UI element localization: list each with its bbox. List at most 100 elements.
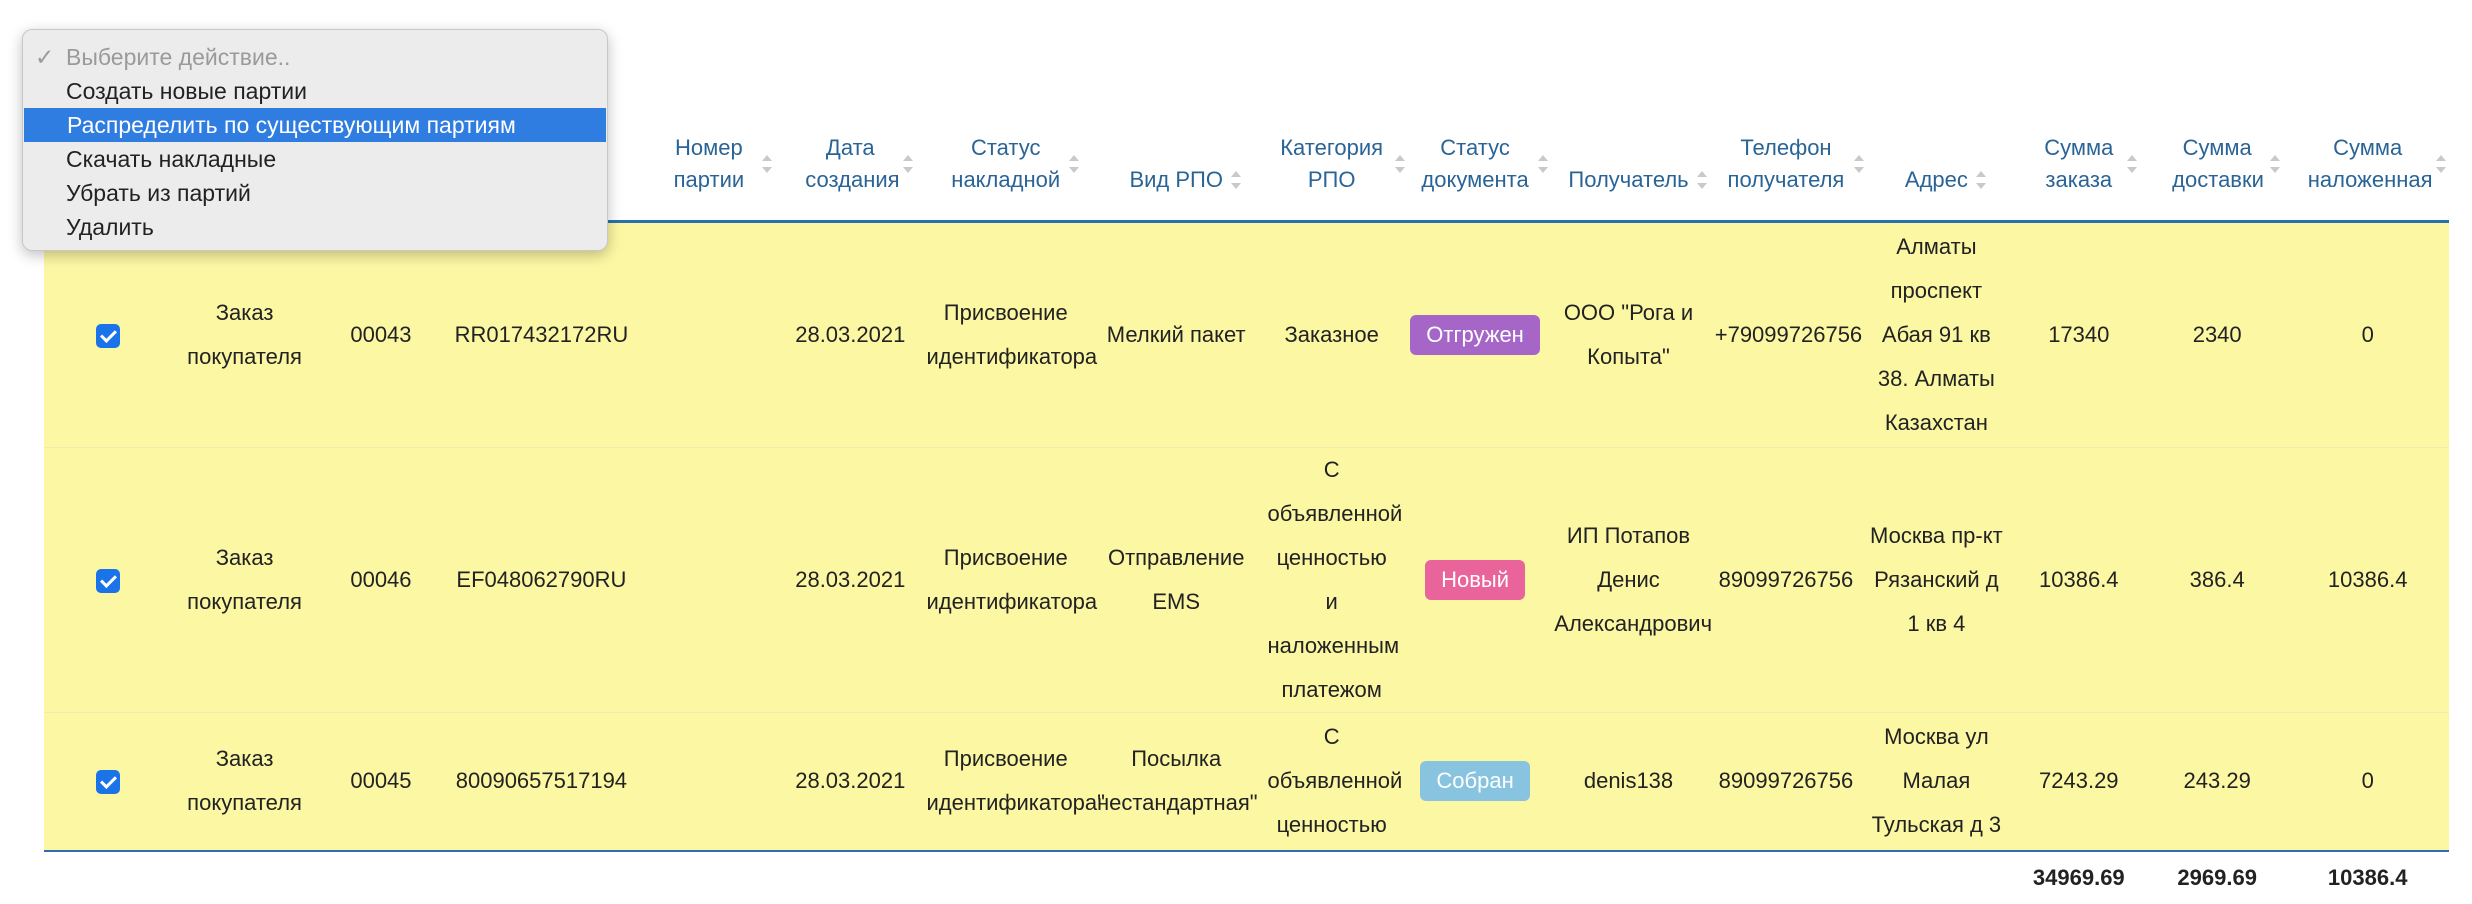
date-cell: 28.03.2021	[780, 221, 921, 448]
menu-item-distribute-batches[interactable]: Распределить по существующим партиям	[24, 108, 606, 142]
row-checkbox[interactable]	[96, 770, 121, 795]
row-select-cell[interactable]	[44, 221, 173, 448]
col-cod-sum[interactable]: Сумма наложенная	[2286, 0, 2449, 223]
total-order-sum: 34969.69	[2032, 864, 2125, 890]
address-cell: Алматы проспект Абая 91 кв 38. Алматы Ка…	[1863, 221, 2010, 448]
order-sum-cell: 7243.29	[2009, 712, 2148, 852]
col-delivery-sum[interactable]: Сумма доставки	[2147, 0, 2287, 223]
doc-status-header: Статус документа	[1421, 135, 1529, 192]
doc-status-cell: Новый	[1401, 447, 1549, 713]
delivery-sum-cell: 2340	[2147, 221, 2287, 448]
invoice-status-header: Статус накладной	[951, 135, 1061, 192]
total-cod-sum: 10386.4	[2327, 864, 2408, 890]
menu-item-remove-from-batches[interactable]: Убрать из партий	[66, 180, 251, 206]
rpo-category-cell: С объявленной ценностью и наложенным пла…	[1261, 447, 1402, 713]
tracking-cell: 80090657517194	[445, 712, 638, 852]
doc-type-cell: Заказ покупателя	[172, 221, 317, 448]
recipient-cell: ИП Потапов Денис Александрович	[1548, 447, 1712, 713]
table-row[interactable]: Заказ покупателя 00046 EF048062790RU 28.…	[44, 447, 2449, 713]
col-recipient-phone[interactable]: Телефон получателя	[1708, 0, 1864, 223]
sort-icon[interactable]	[1394, 155, 1405, 173]
rpo-type-header: Вид РПО	[1129, 167, 1223, 192]
checkmark-icon: ✓	[35, 44, 55, 70]
sort-icon[interactable]	[1975, 171, 1986, 189]
doc-type-cell: Заказ покупателя	[172, 712, 317, 852]
cod-sum-header: Сумма наложенная	[2307, 135, 2433, 192]
totals-row: 34969.69 2969.69 10386.4	[44, 851, 2449, 904]
rpo-category-cell: Заказное	[1261, 221, 1402, 448]
address-cell: Москва пр-кт Рязанский д 1 кв 4	[1863, 447, 2010, 713]
rpo-type-cell: Отправление EMS	[1090, 447, 1262, 713]
order-sum-cell: 17340	[2009, 221, 2148, 448]
sort-icon[interactable]	[1230, 171, 1241, 189]
table-row[interactable]: Заказ покупателя 00045 80090657517194 28…	[44, 712, 2449, 852]
col-order-sum[interactable]: Сумма заказа	[2009, 0, 2148, 223]
col-address[interactable]: Адрес	[1863, 0, 2010, 223]
sort-icon[interactable]	[1068, 155, 1079, 173]
recipient-header: Получатель	[1568, 167, 1689, 192]
rpo-category-header: Категория РПО	[1280, 135, 1384, 192]
rpo-category-cell: С объявленной ценностью	[1261, 712, 1402, 852]
doc-type-cell: Заказ покупателя	[172, 447, 317, 713]
phone-cell: 89099726756	[1708, 712, 1864, 852]
col-invoice-status[interactable]: Статус накладной	[920, 0, 1091, 223]
status-badge: Новый	[1425, 560, 1526, 600]
tracking-cell: RR017432172RU	[445, 221, 638, 448]
recipient-phone-header: Телефон получателя	[1727, 135, 1845, 192]
cod-sum-cell: 0	[2286, 221, 2449, 448]
action-select-menu[interactable]: ✓ Выберите действие.. Создать новые парт…	[22, 29, 608, 251]
sort-icon[interactable]	[2270, 155, 2281, 173]
recipient-cell: ООО "Рога и Копыта"	[1548, 221, 1709, 448]
delivery-sum-cell: 386.4	[2147, 447, 2287, 713]
status-badge: Собран	[1420, 761, 1530, 802]
col-batch-number[interactable]: Номер партии	[637, 0, 781, 223]
sort-icon[interactable]	[1853, 155, 1864, 173]
status-badge: Отгружен	[1410, 315, 1540, 355]
created-date-header: Дата создания	[805, 135, 900, 192]
number-cell: 00043	[316, 221, 446, 448]
address-header: Адрес	[1904, 167, 1968, 192]
rpo-type-cell: Посылка нестандартная"	[1090, 712, 1262, 852]
order-sum-header: Сумма заказа	[2044, 135, 2114, 192]
col-doc-status[interactable]: Статус документа	[1401, 0, 1549, 223]
date-cell: 28.03.2021	[780, 712, 921, 852]
batch-cell	[637, 712, 781, 852]
delivery-sum-header: Сумма доставки	[2172, 135, 2264, 192]
invoice-status-cell: Присвоение идентификатора	[920, 221, 1097, 448]
menu-item-download-invoices[interactable]: Скачать накладные	[66, 146, 277, 172]
col-rpo-type[interactable]: Вид РПО	[1090, 0, 1262, 223]
sort-icon[interactable]	[903, 155, 914, 173]
col-recipient[interactable]: Получатель	[1548, 0, 1709, 223]
doc-status-cell: Собран	[1401, 712, 1549, 852]
col-rpo-category[interactable]: Категория РПО	[1261, 0, 1405, 223]
sort-icon[interactable]	[1696, 171, 1707, 189]
row-checkbox[interactable]	[96, 569, 121, 594]
doc-status-cell: Отгружен	[1401, 221, 1549, 448]
cod-sum-cell: 10386.4	[2286, 447, 2449, 713]
action-placeholder[interactable]: ✓ Выберите действие..	[23, 40, 607, 74]
sort-icon[interactable]	[2126, 155, 2137, 173]
date-cell: 28.03.2021	[780, 447, 921, 713]
rpo-type-cell: Мелкий пакет	[1090, 221, 1262, 448]
tracking-cell: EF048062790RU	[445, 447, 638, 713]
invoice-status-cell: Присвоение идентификатора"	[920, 712, 1105, 852]
row-checkbox[interactable]	[96, 324, 121, 349]
order-sum-cell: 10386.4	[2009, 447, 2148, 713]
sort-icon[interactable]	[761, 155, 772, 173]
batch-number-header: Номер партии	[673, 135, 745, 192]
row-select-cell[interactable]	[44, 712, 173, 852]
menu-item-delete[interactable]: Удалить	[66, 214, 154, 240]
action-placeholder-label: Выберите действие..	[66, 44, 291, 70]
totals-spacer	[44, 851, 2010, 904]
table-row[interactable]: Заказ покупателя 00043 RR017432172RU 28.…	[44, 221, 2449, 448]
invoice-status-cell: Присвоение идентификатора	[920, 447, 1097, 713]
number-cell: 00045	[316, 712, 446, 852]
sort-icon[interactable]	[1538, 155, 1549, 173]
number-cell: 00046	[316, 447, 446, 713]
row-select-cell[interactable]	[44, 447, 173, 713]
col-created-date[interactable]: Дата создания	[780, 0, 921, 223]
batch-cell	[637, 447, 781, 713]
menu-item-create-batches[interactable]: Создать новые партии	[66, 78, 307, 104]
sort-icon[interactable]	[2435, 155, 2446, 173]
total-delivery-sum: 2969.69	[2177, 864, 2257, 890]
